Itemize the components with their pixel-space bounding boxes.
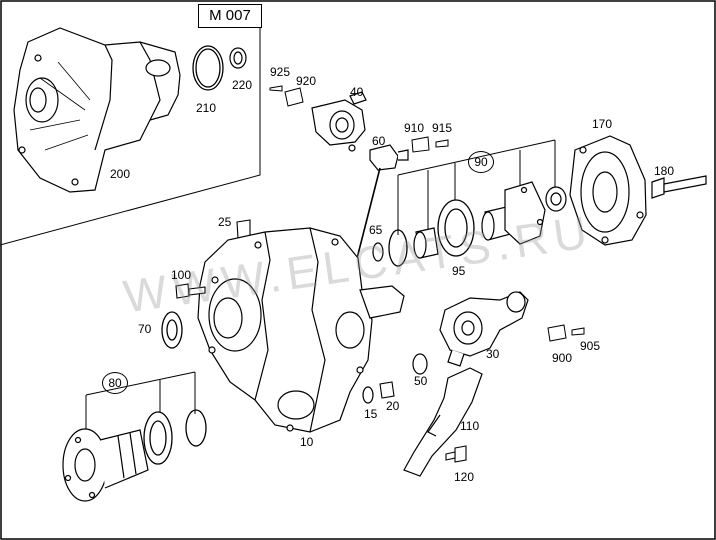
- part-label-120[interactable]: 120: [454, 470, 475, 484]
- part-label-95[interactable]: 95: [452, 264, 466, 278]
- part-label-70[interactable]: 70: [138, 322, 152, 336]
- group-bracket-80: [85, 371, 196, 430]
- actuator-40: [311, 91, 367, 152]
- part-label-915[interactable]: 915: [432, 121, 453, 135]
- part-label-210[interactable]: 210: [196, 101, 217, 115]
- ring-90a: [388, 229, 408, 267]
- m007-box-outline: [0, 4, 261, 246]
- part-label-900[interactable]: 900: [552, 351, 573, 365]
- sensor-60: [369, 144, 409, 171]
- part-label-40[interactable]: 40: [350, 85, 364, 99]
- cover-170: [569, 135, 647, 246]
- oring-65: [372, 242, 384, 262]
- actuator-30: [439, 291, 529, 367]
- clip-900: [547, 324, 567, 342]
- part-label-10[interactable]: 10: [300, 435, 314, 449]
- part-label-20[interactable]: 20: [386, 399, 400, 413]
- heat-shield-110: [403, 367, 483, 477]
- part-label-170[interactable]: 170: [592, 117, 613, 131]
- screw-905: [571, 327, 585, 336]
- clip-920: [284, 87, 304, 107]
- part-label-65[interactable]: 65: [369, 223, 383, 237]
- part-label-905[interactable]: 905: [580, 339, 601, 353]
- seal-70: [161, 311, 183, 349]
- part-label-25[interactable]: 25: [218, 215, 232, 229]
- part-label-15[interactable]: 15: [364, 407, 378, 421]
- part-label-200[interactable]: 200: [110, 167, 131, 181]
- flange-80a: [62, 428, 149, 502]
- screw-925: [269, 85, 283, 92]
- part-label-180[interactable]: 180: [654, 164, 675, 178]
- seal-15: [362, 386, 374, 404]
- seal-ring-95: [437, 199, 475, 257]
- part-label-50[interactable]: 50: [414, 374, 428, 388]
- bolt-100: [175, 283, 206, 299]
- snap-ring-50: [412, 353, 428, 375]
- bolt-120: [445, 445, 467, 463]
- screw-915: [435, 139, 449, 148]
- seal-80b: [143, 411, 173, 465]
- bearing-90b: [413, 227, 439, 259]
- snap-ring-210: [192, 45, 224, 91]
- part-label-925[interactable]: 925: [270, 65, 291, 79]
- hub-90c: [481, 181, 546, 245]
- ring-80c: [185, 409, 207, 447]
- part-label-910[interactable]: 910: [404, 121, 425, 135]
- clip-910: [411, 136, 430, 153]
- part-label-30[interactable]: 30: [486, 347, 500, 361]
- part-label-60[interactable]: 60: [372, 134, 386, 148]
- transfer-case-10: [197, 227, 405, 433]
- adapter-housing-200: [13, 27, 181, 193]
- group-label-box: M 007: [198, 4, 262, 28]
- part-label-920[interactable]: 920: [296, 74, 317, 88]
- plug-20: [379, 381, 395, 399]
- part-label-100[interactable]: 100: [171, 268, 192, 282]
- ring-90d: [545, 186, 567, 212]
- bolt-180: [651, 175, 707, 199]
- part-label-80[interactable]: 80: [102, 372, 128, 394]
- part-label-220[interactable]: 220: [232, 78, 253, 92]
- part-label-110[interactable]: 110: [460, 419, 480, 433]
- seal-220: [229, 47, 247, 69]
- part-label-90[interactable]: 90: [468, 151, 494, 173]
